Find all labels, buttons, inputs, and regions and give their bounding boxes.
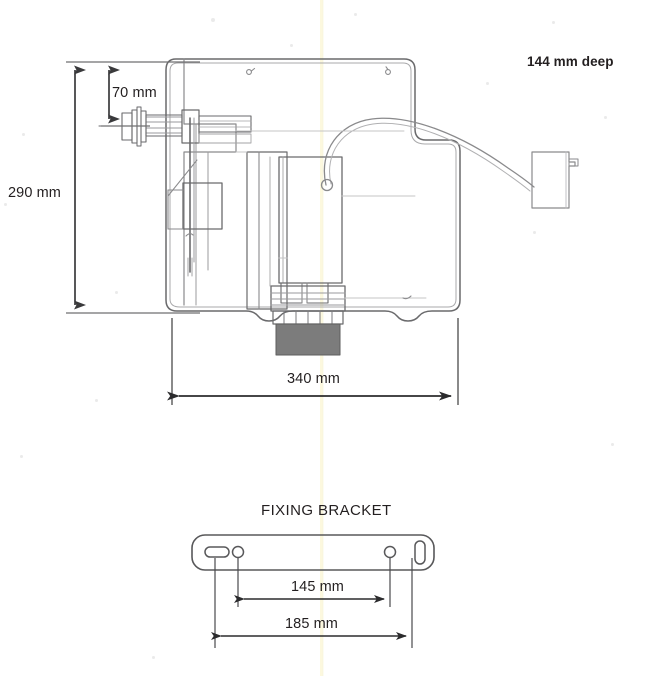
float-arm-slot [198,133,252,144]
bracket-left-slot [204,546,230,558]
spigot-outlet-block [275,323,341,356]
marker-tick-b [402,295,412,300]
note-label-depth: 144 mm deep [527,54,614,69]
dimension-185mm [211,558,413,648]
scan-speckle [552,21,555,24]
float-cup [182,182,223,230]
scan-speckle [95,399,98,402]
float-arm-inner [198,120,252,128]
dimension-340mm [167,318,459,405]
hose-outer [323,117,535,188]
inlet-thread-body [145,116,183,134]
scan-speckle [611,443,614,446]
dimension-145mm [234,558,391,607]
marker-right [385,69,391,75]
dimension-label-inlet-offset: 70 mm [112,85,157,101]
bracket-right-hole [383,545,397,559]
float-mechanism [167,117,223,277]
push-button-connector [531,151,579,209]
scan-speckle [290,44,293,47]
scan-speckle [115,291,118,294]
fixing-bracket-title: FIXING BRACKET [261,502,392,519]
marker-left [246,69,252,75]
bracket-left-hole [231,545,245,559]
cistern-front-view [98,58,579,356]
float-rod-foot [187,257,193,277]
scan-speckle [354,13,357,16]
dimension-label-outer-slot-centres: 185 mm [285,616,338,632]
connector-nipple [568,158,579,167]
pneumatic-hose [320,117,535,192]
scan-speckle [533,231,536,234]
scan-speckle [20,455,23,458]
scan-speckle [486,82,489,85]
scan-speckle [22,133,25,136]
marker-tick-a [185,233,194,237]
hose-coil-end [320,178,334,192]
bracket-outline [191,534,435,571]
scan-speckle [152,656,155,659]
scan-speckle [211,18,215,22]
outlet-spigot [272,310,344,356]
flush-valve-body [278,156,343,284]
dimension-label-inner-hole-centres: 145 mm [291,579,344,595]
cistern-body-outline [165,58,461,322]
scan-speckle [4,203,7,206]
float-cup-shelf [167,189,184,230]
dimension-label-height: 290 mm [8,185,61,201]
dimension-label-width: 340 mm [287,371,340,387]
hose-inner [329,122,531,192]
scan-speckle [604,116,607,119]
cistern-body-inner-line [169,62,457,308]
float-leader-line [167,159,198,197]
dimension-290mm [66,61,200,314]
fixing-bracket-view [191,534,435,571]
dimension-70mm [101,65,150,127]
internal-ghost-details [235,130,427,299]
inner-chamber-frame [183,58,237,306]
bracket-right-slot [414,540,426,565]
float-arm-outer [198,115,252,133]
flush-valve-assembly [246,151,346,312]
part-markers [185,66,412,300]
flush-valve-outer-shroud [246,151,288,310]
overflow-standpipe [258,151,271,310]
